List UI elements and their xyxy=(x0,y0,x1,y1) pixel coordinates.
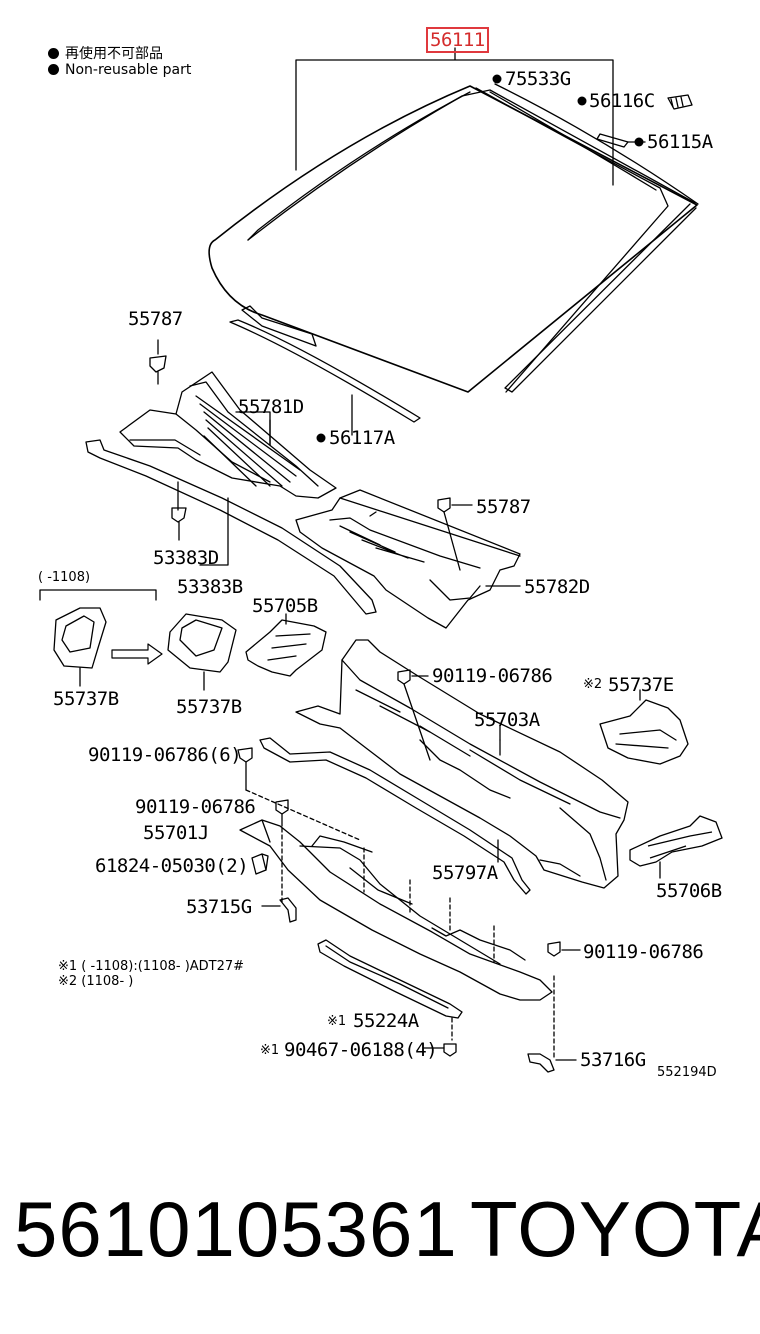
footnote-2: ※2 (1108- ) xyxy=(58,974,134,989)
callout-53716g[interactable]: 53716G xyxy=(580,1049,646,1071)
brand-name: TOYOTA xyxy=(470,1185,760,1273)
range-label-1108: ( -1108) xyxy=(38,570,91,585)
legend-row-jp: 再使用不可部品 xyxy=(48,43,163,63)
clip-55787-a xyxy=(149,339,167,385)
diagram-code: 552194D xyxy=(657,1065,717,1080)
callout-75533g[interactable]: 75533G xyxy=(505,68,571,90)
callout-55705b[interactable]: 55705B xyxy=(252,595,318,617)
part-55701j xyxy=(239,819,553,1001)
callout-90119-b[interactable]: 90119-06786(6) xyxy=(88,744,242,766)
part-90467-clip xyxy=(423,1043,457,1057)
callout-56116c[interactable]: 56116C xyxy=(589,90,655,112)
callout-55787-b[interactable]: 55787 xyxy=(476,496,531,518)
dashed-guide-lines xyxy=(281,827,555,1061)
callout-55797a[interactable]: 55797A xyxy=(432,862,498,884)
bolt-90119-c xyxy=(275,799,289,827)
callout-55224a[interactable]: 55224A xyxy=(353,1010,419,1032)
part-56116c xyxy=(667,94,693,110)
part-53383b-seal xyxy=(85,439,377,615)
part-55224a xyxy=(317,939,463,1041)
callout-90119-a[interactable]: 90119-06786 xyxy=(432,665,553,687)
mark-2-a: ※2 xyxy=(583,677,603,692)
bullet-dot-icon xyxy=(48,48,59,59)
callout-56117a[interactable]: 56117A xyxy=(329,427,395,449)
callout-55781d[interactable]: 55781D xyxy=(238,396,304,418)
mark-1-a: ※1 xyxy=(327,1014,347,1029)
part-55706b xyxy=(629,815,723,867)
arrow-right xyxy=(111,643,163,665)
clip-53383d xyxy=(171,507,187,541)
part-number: 5610105361 xyxy=(14,1185,458,1273)
part-55737b-right xyxy=(167,613,237,691)
callout-55782d[interactable]: 55782D xyxy=(524,576,590,598)
callout-90119-d[interactable]: 90119-06786 xyxy=(583,941,704,963)
bolt-90119-a xyxy=(397,669,431,761)
part-56115a xyxy=(596,133,629,148)
leader-55781d xyxy=(235,411,271,446)
callout-55703a[interactable]: 55703A xyxy=(474,709,540,731)
clip-55787-b xyxy=(437,497,473,571)
bolt-90119-d xyxy=(547,941,581,957)
part-55737b-left xyxy=(53,607,107,687)
callout-90119-c[interactable]: 90119-06786 xyxy=(135,796,256,818)
part-55737e xyxy=(599,689,689,765)
part-61824-clip xyxy=(251,853,269,875)
callout-56111[interactable]: 56111 xyxy=(426,27,489,53)
callout-55737b-right[interactable]: 55737B xyxy=(176,696,242,718)
callout-55701j[interactable]: 55701J xyxy=(143,822,209,844)
callout-90467[interactable]: 90467-06188(4) xyxy=(284,1039,438,1061)
legend-row-en: Non-reusable part xyxy=(48,62,191,78)
bullet-dot-icon xyxy=(48,64,59,75)
part-strip-clip xyxy=(241,305,317,347)
callout-55737b-left[interactable]: 55737B xyxy=(53,688,119,710)
callout-53715g[interactable]: 53715G xyxy=(186,896,252,918)
legend-text-jp: 再使用不可部品 xyxy=(65,46,163,62)
part-55705b xyxy=(245,613,327,677)
part-53715g xyxy=(261,897,297,923)
callout-55737e[interactable]: 55737E xyxy=(608,674,674,696)
callout-61824[interactable]: 61824-05030(2) xyxy=(95,855,249,877)
windshield-glass xyxy=(208,83,699,393)
callout-56111-text[interactable]: 56111 xyxy=(426,27,489,53)
mark-1-b: ※1 xyxy=(260,1043,280,1058)
part-56117a xyxy=(229,319,421,436)
callout-56115a[interactable]: 56115A xyxy=(647,131,713,153)
part-53716g xyxy=(527,1053,577,1073)
callout-53383b[interactable]: 53383B xyxy=(177,576,243,598)
non-reusable-dots xyxy=(316,74,644,443)
footnote-1: ※1 ( -1108):(1108- )ADT27# xyxy=(58,959,245,974)
callout-53383d[interactable]: 53383D xyxy=(153,547,219,569)
part-55797a-seal xyxy=(259,737,531,895)
part-55782d xyxy=(295,489,521,629)
bolt-90119-b xyxy=(237,747,361,841)
callout-55787-a[interactable]: 55787 xyxy=(128,308,183,330)
bracket-1108 xyxy=(39,589,157,601)
callout-55706b[interactable]: 55706B xyxy=(656,880,722,902)
leader-56111 xyxy=(295,47,614,186)
part-55703a xyxy=(295,639,629,889)
legend-text-en: Non-reusable part xyxy=(65,62,192,78)
